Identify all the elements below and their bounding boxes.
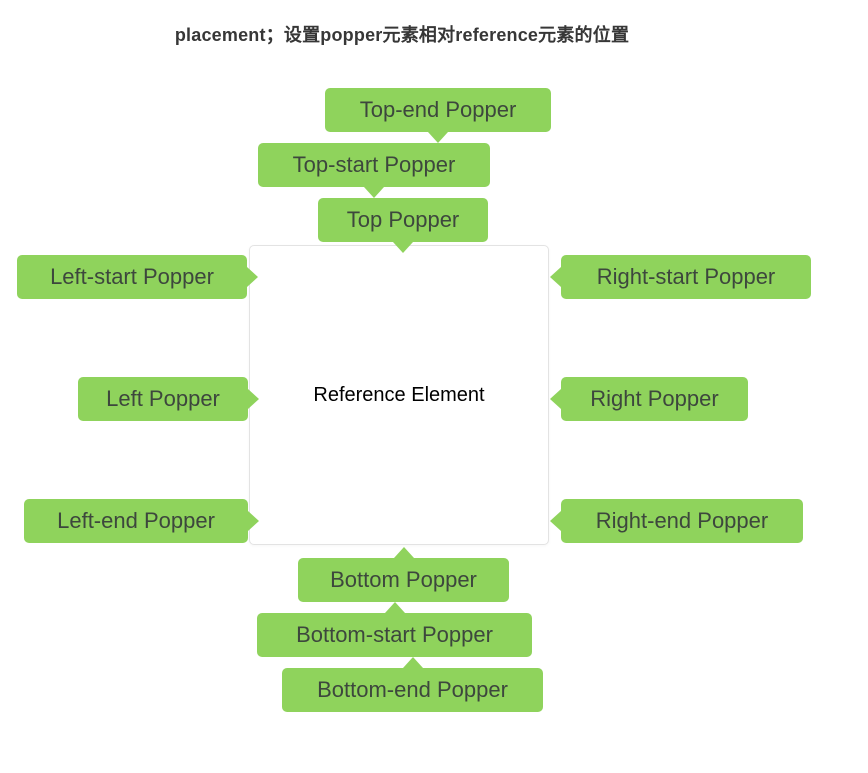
popper-top-start[interactable]: Top-start Popper (258, 143, 490, 198)
reference-element-label: Reference Element (313, 383, 485, 406)
popper-bottom-start[interactable]: Bottom-start Popper (257, 602, 532, 657)
reference-element-box: Reference Element (249, 245, 549, 545)
arrow-left-icon (550, 267, 561, 287)
popper-left-label: Left Popper (106, 386, 220, 411)
popper-bottom[interactable]: Bottom Popper (298, 547, 509, 602)
arrow-right-icon (247, 267, 258, 287)
arrow-up-icon (393, 547, 414, 558)
arrow-right-icon (248, 389, 259, 409)
popper-right-start[interactable]: Right-start Popper (550, 255, 811, 299)
arrow-down-icon (393, 242, 413, 253)
popper-right-end[interactable]: Right-end Popper (550, 499, 803, 543)
popper-top-end[interactable]: Top-end Popper (325, 88, 551, 143)
popper-right[interactable]: Right Popper (550, 377, 748, 421)
popper-top-end-label: Top-end Popper (359, 97, 517, 122)
arrow-down-icon (428, 132, 448, 143)
popper-bottom-end[interactable]: Bottom-end Popper (282, 657, 543, 712)
popper-top-start-label: Top-start Popper (292, 152, 456, 177)
popper-bottom-start-label: Bottom-start Popper (296, 622, 493, 647)
popper-left-start[interactable]: Left-start Popper (17, 255, 258, 299)
arrow-up-icon (384, 602, 405, 613)
popper-left-end[interactable]: Left-end Popper (24, 499, 259, 543)
arrow-right-icon (248, 511, 259, 531)
arrow-down-icon (364, 187, 384, 198)
arrow-up-icon (402, 657, 423, 668)
popper-bottom-label: Bottom Popper (330, 567, 477, 592)
popper-top-label: Top Popper (346, 207, 460, 232)
popper-left-end-label: Left-end Popper (57, 508, 215, 533)
popper-left[interactable]: Left Popper (78, 377, 259, 421)
popper-right-start-label: Right-start Popper (596, 264, 776, 289)
page-title: placement；设置popper元素相对reference元素的位置 (174, 25, 630, 45)
popper-bottom-end-label: Bottom-end Popper (317, 677, 508, 702)
arrow-left-icon (550, 511, 561, 531)
arrow-left-icon (550, 389, 561, 409)
popper-right-end-label: Right-end Popper (595, 508, 769, 533)
popper-right-label: Right Popper (590, 386, 719, 411)
popper-left-start-label: Left-start Popper (50, 264, 214, 289)
popper-top[interactable]: Top Popper (318, 198, 488, 253)
